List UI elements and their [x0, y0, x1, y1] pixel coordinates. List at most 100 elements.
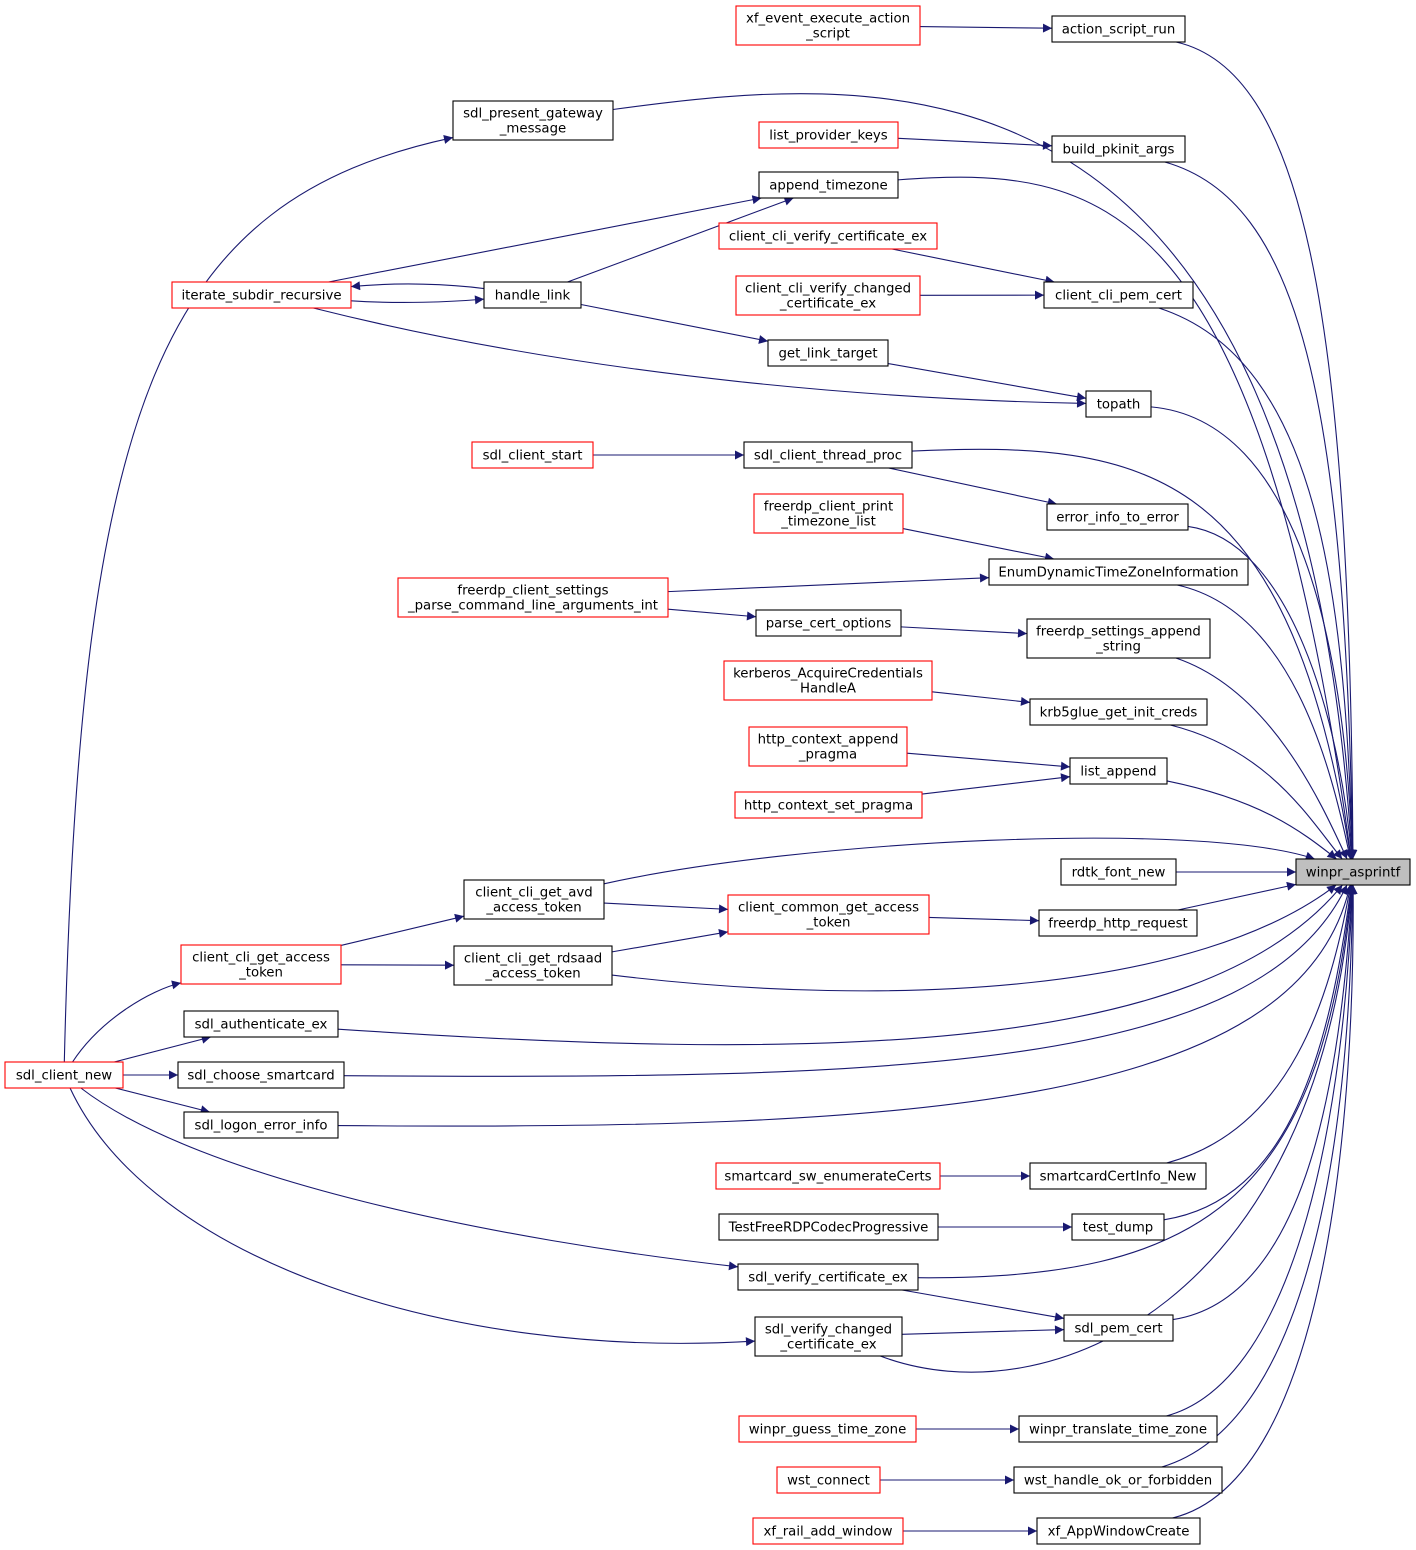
node-client-cli-get-avd-access-token[interactable]: client_cli_get_avd_access_token — [463, 879, 605, 920]
node-sdl-verify-changed-certificate-ex[interactable]: sdl_verify_changed_certificate_ex — [754, 1316, 903, 1357]
node-box — [171, 281, 352, 309]
node-label: winpr_translate_time_zone — [1029, 1423, 1207, 1438]
edge-kerberos_AcquireCredentialsHandleA-to-krb5glue_get_init_creds — [931, 691, 1031, 706]
edge-sdl_present_gateway_message-to-winpr_asprintf — [612, 93, 1357, 860]
node-freerdp-settings-append-string[interactable]: freerdp_settings_append_string — [1026, 618, 1211, 659]
node-action-script-run[interactable]: action_script_run — [1051, 15, 1186, 43]
nodes-layer: winpr_asprintf action_script_run xf_event_… — [4, 5, 1411, 1545]
edge-sdl_client_thread_proc-to-winpr_asprintf — [911, 448, 1355, 860]
node-winpr-guess-time-zone[interactable]: winpr_guess_time_zone — [738, 1415, 917, 1443]
node-client-cli-pem-cert[interactable]: client_cli_pem_cert — [1043, 281, 1194, 309]
node-freerdp-http-request[interactable]: freerdp_http_request — [1038, 909, 1198, 937]
edge-client_cli_get_access_token-to-client_cli_get_avd_access_token — [340, 913, 465, 946]
node-box — [1038, 909, 1198, 937]
node-krb5glue-get-init-creds[interactable]: krb5glue_get_init_creds — [1029, 698, 1208, 726]
node-label: _certificate_ex — [779, 1338, 876, 1353]
node-client-cli-get-access-token[interactable]: client_cli_get_access_token — [180, 944, 342, 985]
edge-iterate_subdir_recursive-to-topath — [313, 307, 1087, 408]
node-box — [1060, 858, 1177, 886]
node-wst-connect[interactable]: wst_connect — [776, 1466, 881, 1494]
node-wst-handle-ok-or-forbidden[interactable]: wst_handle_ok_or_forbidden — [1013, 1466, 1223, 1494]
node-label: iterate_subdir_recursive — [181, 289, 341, 304]
edge-parse_cert_options-to-freerdp_settings_append_string — [900, 626, 1028, 638]
node-sdl-client-new[interactable]: sdl_client_new — [4, 1061, 124, 1089]
node-label: _script — [805, 27, 850, 42]
node-sdl-present-gateway-message[interactable]: sdl_present_gateway_message — [452, 100, 614, 141]
node-testfreerdpcodecprogressive[interactable]: TestFreeRDPCodecProgressive — [718, 1213, 939, 1241]
node-topath[interactable]: topath — [1085, 390, 1152, 418]
node-client-cli-verify-changed-certificate-ex[interactable]: client_cli_verify_changed_certificate_ex — [735, 275, 921, 316]
node-sdl-choose-smartcard[interactable]: sdl_choose_smartcard — [177, 1061, 345, 1089]
node-handle-link[interactable]: handle_link — [483, 281, 582, 309]
edge-sdl_verify_certificate_ex-to-sdl_pem_cert — [901, 1289, 1065, 1322]
node-label: winpr_guess_time_zone — [749, 1423, 907, 1438]
node-enumdynamictimezoneinformation[interactable]: EnumDynamicTimeZoneInformation — [988, 558, 1249, 586]
edge-handle_link-to-get_link_target — [580, 303, 769, 344]
edge-smartcardCertInfo_New-to-winpr_asprintf — [1166, 884, 1354, 1164]
edge-sdl_client_new-to-client_cli_get_access_token — [72, 980, 182, 1063]
node-box — [738, 1415, 917, 1443]
node-box — [758, 171, 899, 199]
node-label: TestFreeRDPCodecProgressive — [728, 1221, 929, 1236]
node-winpr-asprintf[interactable]: winpr_asprintf — [1295, 858, 1411, 886]
node-label: wst_handle_ok_or_forbidden — [1024, 1474, 1212, 1489]
node-rdtk-font-new[interactable]: rdtk_font_new — [1060, 858, 1177, 886]
node-sdl-client-start[interactable]: sdl_client_start — [471, 441, 594, 469]
edge-iterate_subdir_recursive-to-handle_link — [350, 295, 485, 305]
node-append-timezone[interactable]: append_timezone — [758, 171, 899, 199]
node-box — [727, 894, 930, 935]
node-label: test_dump — [1083, 1221, 1153, 1236]
node-label: _certificate_ex — [779, 297, 876, 312]
node-box — [1018, 1415, 1218, 1443]
edge-error_info_to_error-to-winpr_asprintf — [1187, 525, 1356, 860]
edge-sdl_logon_error_info-to-winpr_asprintf — [337, 884, 1353, 1127]
node-sdl-pem-cert[interactable]: sdl_pem_cert — [1063, 1314, 1174, 1342]
node-client-cli-get-rdsaad-access-token[interactable]: client_cli_get_rdsaad_access_token — [453, 945, 613, 986]
node-client-cli-verify-certificate-ex[interactable]: client_cli_verify_certificate_ex — [718, 222, 938, 250]
node-http-context-set-pragma[interactable]: http_context_set_pragma — [734, 791, 923, 819]
edge-handle_link-to-append_timezone — [567, 196, 794, 283]
node-parse-cert-options[interactable]: parse_cert_options — [755, 609, 902, 637]
node-box — [1046, 503, 1189, 531]
node-box — [734, 791, 923, 819]
node-xf-appwindowcreate[interactable]: xf_AppWindowCreate — [1036, 1517, 1201, 1545]
node-xf-event-execute-action-script[interactable]: xf_event_execute_action_script — [735, 5, 921, 46]
node-sdl-client-thread-proc[interactable]: sdl_client_thread_proc — [743, 441, 913, 469]
node-freerdp-client-print-timezone-list[interactable]: freerdp_client_print_timezone_list — [753, 493, 904, 534]
edge-sdl_authenticate_ex-to-winpr_asprintf — [337, 884, 1343, 1046]
edge-http_context_set_pragma-to-list_append — [921, 773, 1071, 795]
edge-freerdp_client_print_timezone_list-to-EnumDynamicTimeZoneInformation — [902, 527, 1055, 562]
node-label: parse_cert_options — [766, 617, 892, 632]
node-box — [177, 1061, 345, 1089]
node-box — [1295, 858, 1411, 886]
node-list-append[interactable]: list_append — [1069, 757, 1168, 785]
node-build-pkinit-args[interactable]: build_pkinit_args — [1051, 135, 1186, 163]
node-label: sdl_authenticate_ex — [195, 1018, 328, 1033]
edge-wst_handle_ok_or_forbidden-to-winpr_asprintf — [1161, 884, 1358, 1468]
node-client-common-get-access-token[interactable]: client_common_get_access_token — [727, 894, 930, 935]
node-sdl-authenticate-ex[interactable]: sdl_authenticate_ex — [183, 1010, 339, 1038]
node-label: http_context_set_pragma — [744, 799, 913, 814]
node-freerdp-client-settings-parse-command-line-arguments-int[interactable]: freerdp_client_settings_parse_command_li… — [397, 577, 669, 618]
node-label: sdl_verify_changed — [765, 1323, 892, 1338]
node-winpr-translate-time-zone[interactable]: winpr_translate_time_zone — [1018, 1415, 1218, 1443]
node-box — [1069, 757, 1168, 785]
node-error-info-to-error[interactable]: error_info_to_error — [1046, 503, 1189, 531]
edge-topath-to-winpr_asprintf — [1150, 406, 1357, 860]
node-label: sdl_client_start — [483, 449, 583, 464]
node-box — [735, 275, 921, 316]
node-xf-rail-add-window[interactable]: xf_rail_add_window — [752, 1517, 904, 1545]
node-smartcard-sw-enumeratecerts[interactable]: smartcard_sw_enumerateCerts — [715, 1162, 941, 1190]
node-test-dump[interactable]: test_dump — [1071, 1213, 1165, 1241]
node-label: freerdp_http_request — [1048, 917, 1187, 932]
node-list-provider-keys[interactable]: list_provider_keys — [758, 121, 899, 149]
node-sdl-logon-error-info[interactable]: sdl_logon_error_info — [183, 1111, 339, 1139]
node-sdl-verify-certificate-ex[interactable]: sdl_verify_certificate_ex — [737, 1263, 919, 1291]
node-smartcardcertinfo-new[interactable]: smartcardCertInfo_New — [1029, 1162, 1207, 1190]
node-http-context-append-pragma[interactable]: http_context_append_pragma — [748, 726, 908, 767]
node-label: HandleA — [800, 682, 856, 697]
node-get-link-target[interactable]: get_link_target — [767, 339, 889, 367]
node-iterate-subdir-recursive[interactable]: iterate_subdir_recursive — [171, 281, 352, 309]
